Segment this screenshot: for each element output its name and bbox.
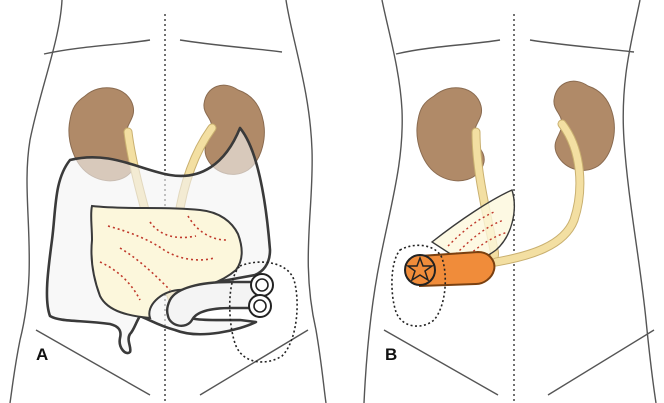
panel-label-a: A — [36, 345, 48, 364]
panel-b: B — [364, 0, 656, 403]
stoma-icon — [249, 295, 271, 317]
stoma-icon — [251, 274, 273, 296]
star-stoma-icon — [405, 255, 435, 285]
panel-a: A — [10, 0, 326, 403]
panel-label-b: B — [385, 345, 397, 364]
